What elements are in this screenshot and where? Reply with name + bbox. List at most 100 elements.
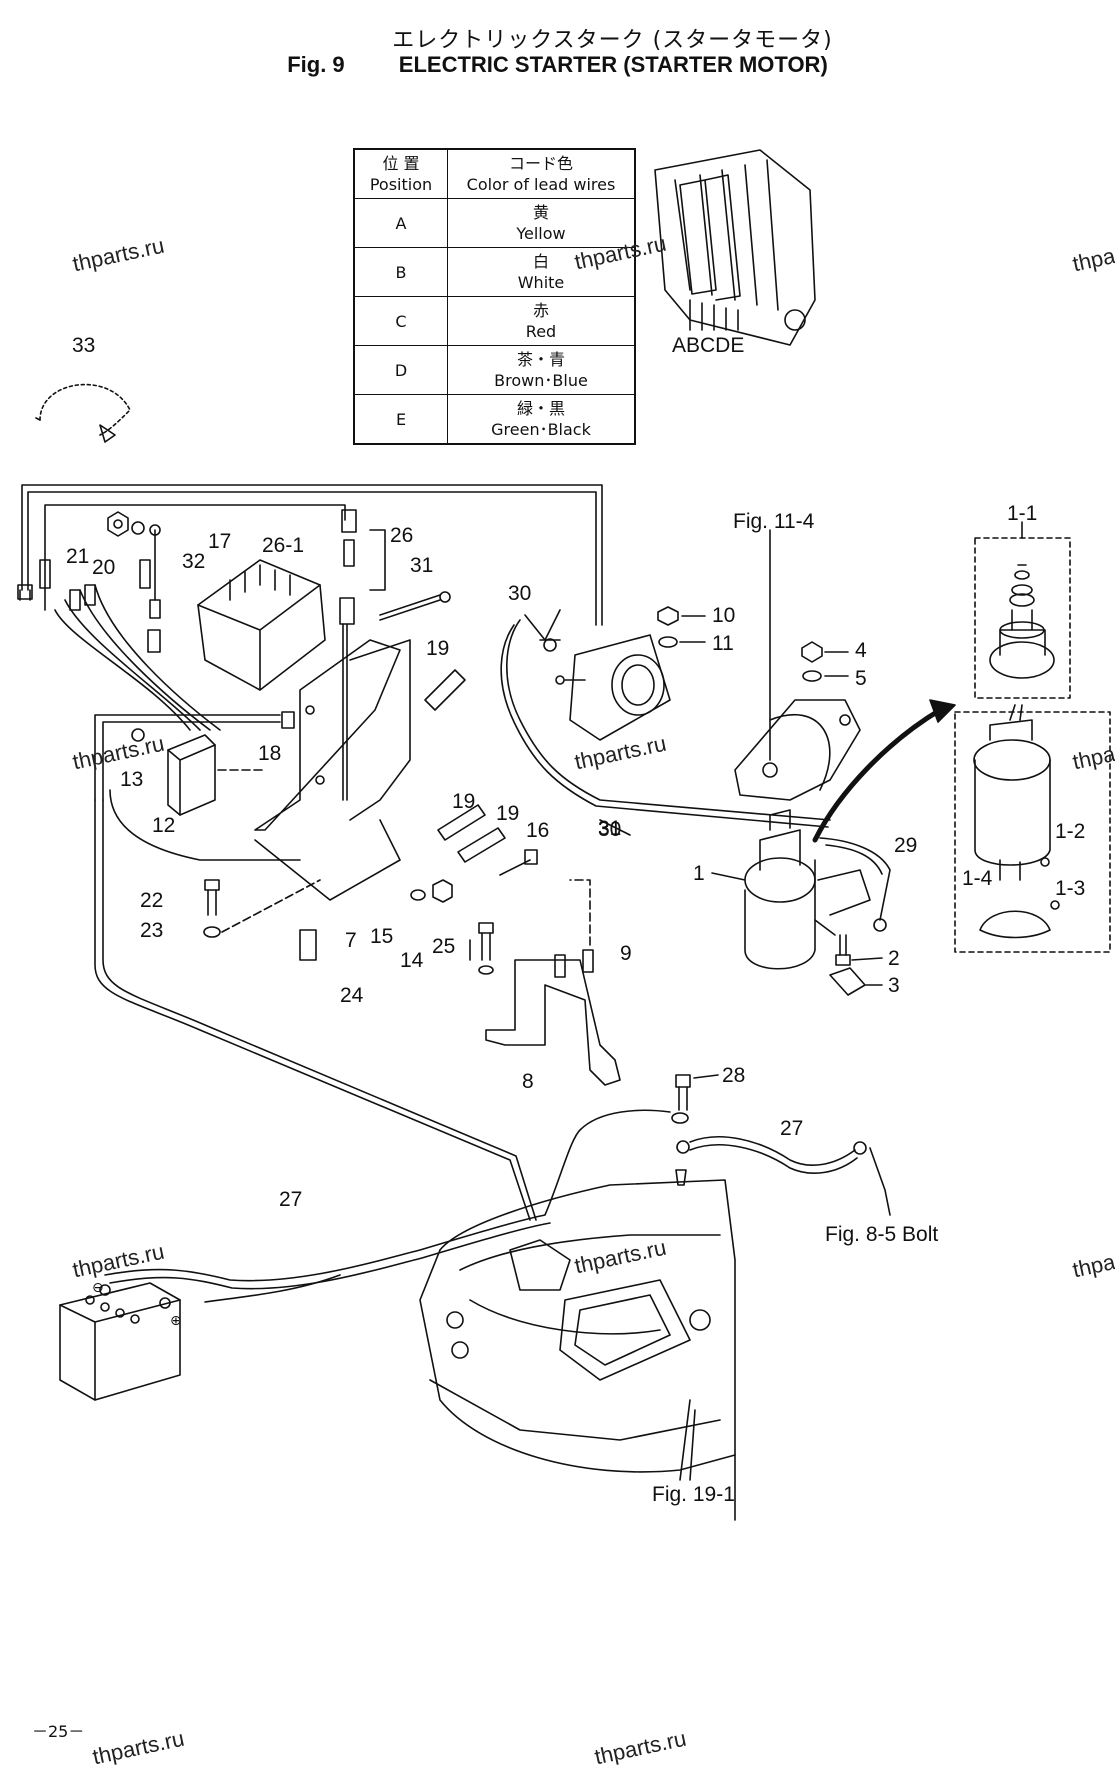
color-en: White: [517, 273, 565, 292]
part-label: 21: [66, 545, 89, 568]
part-label: 16: [526, 819, 549, 842]
part-label: 15: [370, 925, 393, 948]
header-color-en: Color of lead wires: [466, 175, 616, 194]
part-label: 14: [400, 949, 424, 972]
color-en: Brown･Blue: [494, 371, 588, 390]
wire-harness-top: [17, 484, 603, 731]
part-label: 13: [120, 768, 143, 791]
part-29-bolt: 28: [675, 1064, 745, 1111]
part-label: 24: [340, 984, 364, 1007]
fig-85-ref: Fig. 8-5 Bolt: [825, 1223, 938, 1246]
part-label: 18: [258, 742, 281, 765]
part-17: 18: [258, 711, 295, 765]
part-label: 11: [712, 632, 734, 655]
parts-22-23: 22 23: [140, 879, 321, 942]
part-label: 26: [390, 524, 413, 547]
part-label: 19: [496, 802, 519, 825]
part-24-sleeve: 24: [299, 929, 364, 1007]
detail-arrow: [812, 699, 956, 843]
color-cell: 茶・青 Brown･Blue: [447, 345, 636, 395]
part-27-label: 27: [279, 1188, 303, 1211]
part-label: 10: [712, 604, 735, 627]
parts-4-5: 4 5: [801, 639, 867, 690]
part-7-bracket: 7: [254, 639, 411, 952]
parts-2-3: 2 3: [829, 934, 900, 997]
part-label: 4: [855, 639, 867, 662]
color-en: Yellow: [516, 224, 566, 243]
color-cell: 白 White: [447, 247, 636, 297]
fig-19-ref: Fig. 19-1: [652, 1483, 735, 1506]
part-25-bolt: 25: [432, 922, 494, 975]
part-label: 33: [72, 334, 95, 357]
part-12-ignition: 12 13: [120, 728, 266, 837]
position-cell: C: [353, 296, 448, 346]
wire-harness-left: [94, 714, 537, 1221]
color-jp: 茶・青: [516, 350, 565, 369]
parts-20-21-34: 21 20 32: [66, 511, 205, 653]
part-label: 8: [522, 1070, 534, 1093]
color-en: Green･Black: [491, 420, 591, 439]
header-position-jp: 位 置: [382, 154, 420, 173]
color-jp: 緑・黒: [516, 399, 565, 418]
part-label: 32: [182, 550, 205, 573]
part-31-lower-cable: 29: [819, 834, 917, 932]
table-row: C 赤 Red: [353, 296, 636, 346]
table-row: D 茶・青 Brown･Blue: [353, 345, 636, 395]
part-label: 26-1: [262, 534, 304, 557]
part-label: 12: [152, 814, 175, 837]
header-position-en: Position: [369, 175, 433, 194]
part-label: 23: [140, 919, 163, 942]
figure-title-english: ELECTRIC STARTER (STARTER MOTOR): [398, 52, 828, 77]
header-color: コード色 Color of lead wires: [447, 148, 636, 199]
figure-title: Fig. 9 ELECTRIC STARTER (STARTER MOTOR): [0, 52, 1115, 78]
part-16-rectifier: 17: [197, 530, 326, 691]
svg-text:⊕: ⊕: [170, 1312, 182, 1328]
part-label: 29: [894, 834, 917, 857]
engine-cowling: Fig. 19-1: [419, 1179, 736, 1521]
color-jp: 赤: [532, 301, 549, 320]
detail-box-1-1: 1-1: [974, 502, 1071, 699]
lead-wire-color-table: 位 置 Position コード色 Color of lead wires A …: [353, 148, 636, 445]
color-en: Red: [525, 322, 557, 341]
position-cell: D: [353, 345, 448, 395]
part-label: 1-2: [1055, 820, 1085, 843]
part-label: 5: [855, 667, 867, 690]
part-30-label: 30: [598, 818, 622, 841]
part-label: 20: [92, 556, 115, 579]
part-label: 19: [452, 790, 475, 813]
part-19-grommets: 19 19 19: [424, 637, 519, 863]
parts-10-11: 10 11: [657, 604, 735, 655]
part-18-screw: 16: [499, 819, 549, 876]
part-32-band: 33: [35, 334, 131, 443]
part-26-fuse: 26 26-1: [262, 509, 413, 801]
title-japanese: エレクトリックスターク (スタータモータ): [392, 28, 833, 53]
battery: ⊖ ⊕: [59, 1279, 182, 1401]
parts-14-15: 15 14: [370, 879, 453, 972]
part-33-lead: 31: [379, 554, 451, 621]
part-1-starter-motor: 1: [693, 809, 871, 970]
part-label: 30: [508, 582, 531, 605]
part-label: 27: [780, 1117, 803, 1140]
detail-box-motor: 1-2 1-3 1-4: [954, 704, 1111, 953]
connector-drawing: ABCDE: [654, 149, 816, 357]
part-label: 17: [208, 530, 231, 553]
part-label: 3: [888, 974, 900, 997]
part-label: 31: [410, 554, 433, 577]
color-cell: 緑・黒 Green･Black: [447, 394, 636, 445]
color-jp: 白: [532, 252, 549, 271]
page-number: －25－: [32, 1722, 85, 1741]
part-label: 9: [620, 942, 632, 965]
part-label: 1-4: [962, 867, 993, 890]
part-31-cable: 30 31: [500, 582, 831, 840]
part-label: 2: [888, 947, 900, 970]
part-label: 1: [693, 862, 705, 885]
part-label: 1-3: [1055, 877, 1085, 900]
fig-11-ref: Fig. 11-4: [733, 510, 815, 533]
connector-label: ABCDE: [672, 334, 744, 357]
part-label: 7: [345, 929, 357, 952]
part-label: 28: [722, 1064, 745, 1087]
